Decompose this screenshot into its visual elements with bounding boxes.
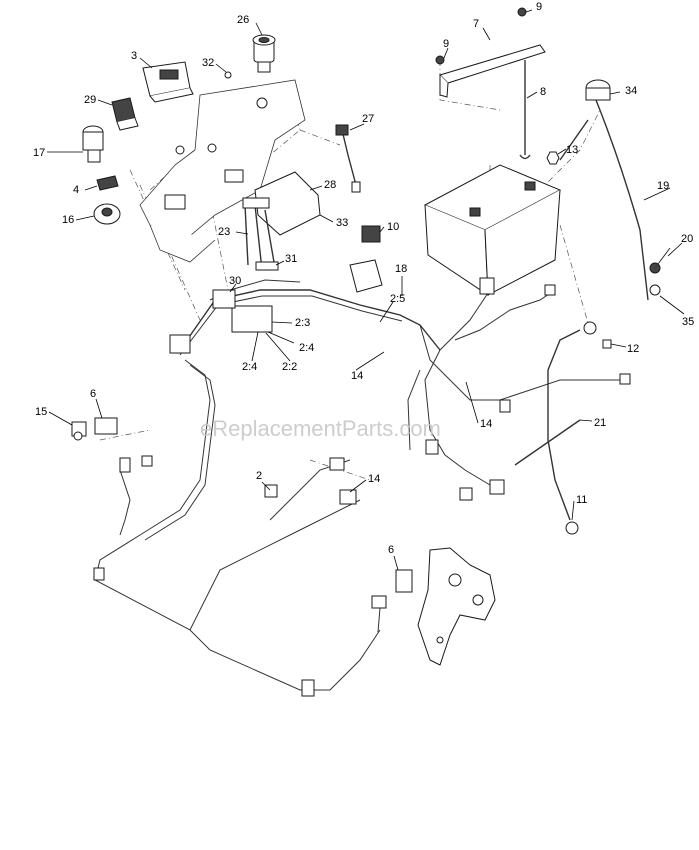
callout-2-3: 2:3 [295,317,310,329]
cable-terminals [654,247,671,269]
callout-4: 4 [73,184,79,196]
callout-28: 28 [324,179,336,191]
callout-leader-lines [47,9,685,571]
callout-20: 20 [681,233,693,245]
pto-switch [82,125,104,163]
callout-26: 26 [237,14,249,26]
battery-cable [547,321,597,535]
callout-14-right: 14 [480,418,492,430]
callout-9-right: 9 [536,1,542,13]
callout-21: 21 [594,417,606,429]
bolt [602,339,612,349]
callout-33: 33 [336,217,348,229]
callout-8: 8 [540,86,546,98]
seat-switch-left [71,417,153,473]
callout-18: 18 [395,263,407,275]
relay-holder [349,259,383,293]
callout-9-left: 9 [443,38,449,50]
solenoid-and-cable [559,79,661,301]
nut [546,151,560,165]
callout-15: 15 [35,406,47,418]
main-wire-harness [94,279,620,691]
clip [96,175,119,191]
harness-connectors [93,277,631,697]
hour-meter [142,61,194,103]
callout-19: 19 [657,180,669,192]
callout-11: 11 [576,494,587,506]
callout-6-bottom: 6 [388,544,394,556]
sensor-cable [335,124,361,193]
wing-nuts [435,7,527,65]
control-panel-plate [139,79,306,263]
callout-32: 32 [202,57,214,69]
callout-6-left: 6 [90,388,96,400]
mounting-bracket [417,547,496,666]
callout-35: 35 [682,316,694,328]
battery-hold-down [439,44,546,98]
battery [423,164,562,296]
cable-tie [514,419,581,466]
screw [224,71,232,79]
callout-labels: 26 3 32 29 17 4 16 9 9 7 8 34 27 13 19 2… [33,1,694,556]
callout-30: 30 [229,275,241,287]
hold-down-rod [519,60,531,160]
interlock-switch-bottom [371,569,413,633]
callout-2-4-right: 2:4 [299,342,314,354]
callout-29: 29 [84,94,96,106]
callout-3: 3 [131,50,137,62]
callout-23: 23 [218,226,230,238]
callout-16: 16 [62,214,74,226]
callout-10: 10 [387,221,399,233]
callout-27: 27 [362,113,374,125]
callout-34: 34 [625,85,637,97]
callout-2-5: 2:5 [390,293,405,305]
callout-7: 7 [473,18,479,30]
callout-2-4-left: 2:4 [242,361,257,373]
callout-14-lower: 14 [368,473,380,485]
rocker-switch [111,97,139,131]
callout-13: 13 [566,144,578,156]
relay [361,225,381,243]
callout-17: 17 [33,147,45,159]
callout-31: 31 [285,253,297,265]
callout-2: 2 [256,470,262,482]
callout-12: 12 [627,343,639,355]
callout-14-center: 14 [351,370,363,382]
callout-2-2: 2:2 [282,361,297,373]
key-switch [252,34,276,73]
watermark: eReplacementParts.com [200,416,441,441]
throttle-switch [93,203,121,225]
fuse-links [242,197,279,271]
